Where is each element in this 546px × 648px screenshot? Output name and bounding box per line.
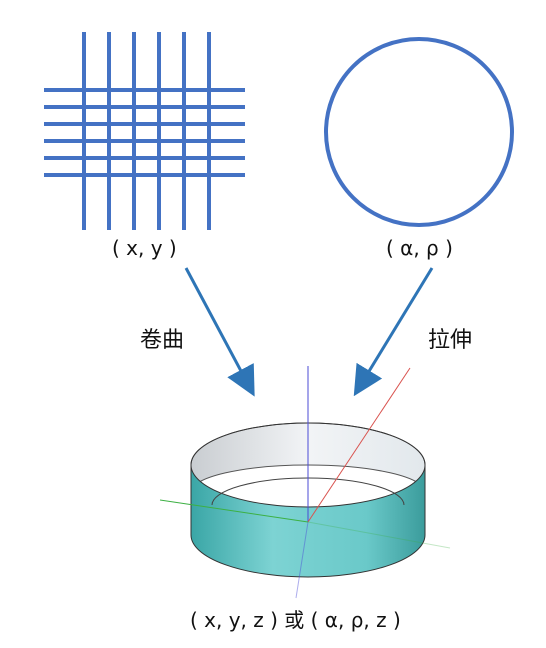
z-axis-lower: [295, 521, 309, 599]
stretch-arrow: [353, 267, 434, 397]
roll-arrow: [184, 267, 255, 397]
cartesian-grid: [44, 32, 245, 230]
cylinder-coordinates-label: ( x, y, z ) 或 ( α, ρ, z ): [190, 608, 401, 632]
coordinate-axes: [159, 366, 451, 599]
y-axis-extension: [307, 521, 451, 549]
x-axis: [307, 367, 411, 523]
y-axis: [159, 499, 309, 523]
roll-label: 卷曲: [140, 328, 185, 353]
polar-circle: [324, 37, 514, 227]
grid-coordinates-label: ( x, y ): [112, 236, 177, 260]
stretch-label: 拉伸: [428, 328, 473, 353]
circle-coordinates-label: ( α, ρ ): [386, 236, 453, 260]
